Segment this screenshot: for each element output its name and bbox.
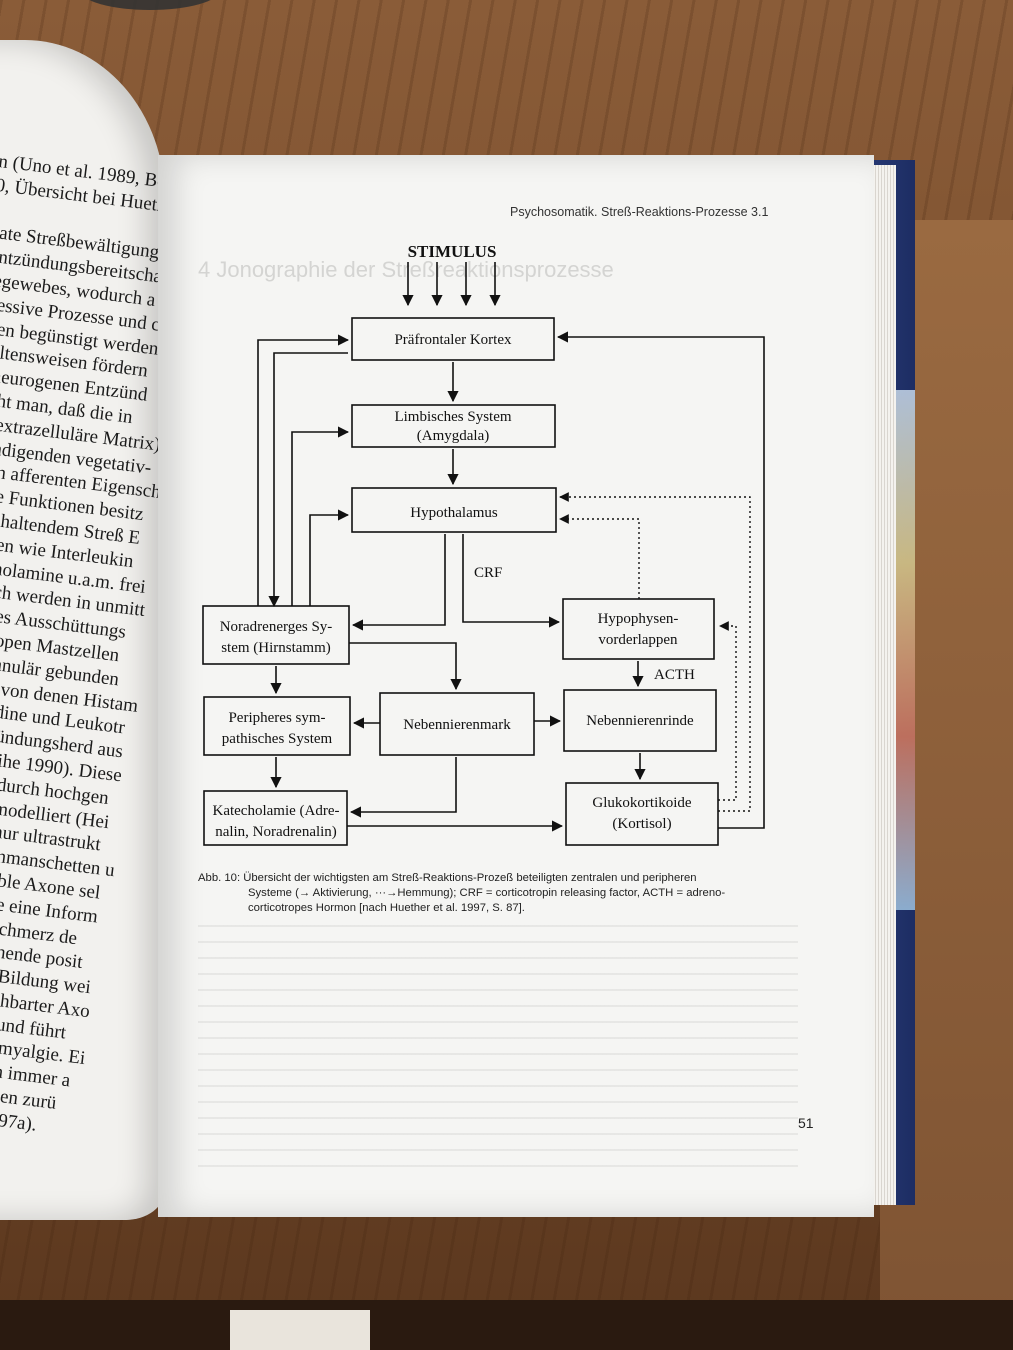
edge-hemmung-hypophyse: [718, 621, 737, 801]
stress-diagram: STIMULUS Präfrontaler Kortex Limbisches …: [202, 242, 765, 846]
box-nebennierenrinde: [563, 689, 717, 752]
label-noradrenerg-2: stem (Hirnstamm): [221, 640, 331, 656]
label-katecholamie-2: nalin, Noradrenalin): [215, 824, 337, 840]
edge-hemmung-hypophyse-hypothalamus: [559, 514, 640, 599]
label-noradrenerg-1: Noradrenerges Sy-: [220, 619, 333, 635]
label-hypothalamus: Hypothalamus: [410, 505, 498, 521]
stimulus-label: STIMULUS: [408, 242, 497, 261]
label-nebennierenmark: Nebennierenmark: [403, 717, 511, 733]
label-praefrontaler-kortex: Präfrontaler Kortex: [394, 332, 512, 348]
label-nebennierenrinde: Nebennierenrinde: [586, 713, 694, 729]
box-limbisches-system: [351, 404, 556, 448]
label-glukokortikoide-1: Glukokortikoide: [592, 795, 691, 811]
box-glukokortikoide: [565, 782, 719, 846]
edge-glukokortikoide-kortex: [556, 331, 765, 829]
label-crf: CRF: [474, 565, 502, 581]
caption-line-2: Systeme (→ Aktivierung, ···→Hemmung); CR…: [248, 887, 726, 899]
label-hypophyse-2: vorderlappen: [598, 632, 678, 648]
ghost-title: 4 Jonographie der Streßreaktionsprozesse: [198, 257, 614, 282]
edge-noradrenerg-nebennierenmark: [349, 642, 462, 691]
caption-line-3: corticotropes Hormon [nach Huether et al…: [248, 902, 525, 914]
show-through-text: [198, 925, 798, 1175]
floor-strip: [0, 1300, 1013, 1350]
edge-hemmung-hypothalamus: [559, 492, 751, 812]
box-peripheres-system: [203, 696, 351, 756]
edge-noradrenerg-kortex-1: [257, 334, 350, 606]
right-page: Psychosomatik. Streß-Reaktions-Prozesse …: [158, 155, 874, 1217]
edge-hypothalamus-noradrenerg: [351, 534, 446, 631]
label-limbisches-system-1: Limbisches System: [394, 409, 511, 425]
figure-caption: Abb. 10: Übersicht der wichtigsten am St…: [198, 871, 798, 916]
edge-noradrenerg-limbisch: [291, 426, 350, 606]
label-hypophyse-1: Hypophysen-: [598, 611, 679, 627]
box-nebennierenmark: [379, 692, 535, 756]
running-header: Psychosomatik. Streß-Reaktions-Prozesse …: [510, 205, 769, 219]
caption-line-1: Abb. 10: Übersicht der wichtigsten am St…: [198, 872, 697, 884]
edge-nnm-katecholamie: [349, 757, 457, 818]
label-peripher-2: pathisches System: [222, 731, 333, 747]
label-peripher-1: Peripheres sym-: [228, 710, 325, 726]
page-stack: [870, 165, 896, 1205]
edge-hypothalamus-hypophyse: [462, 534, 561, 628]
cup-edge: [80, 0, 220, 10]
label-glukokortikoide-2: (Kortisol): [612, 816, 671, 832]
label-acth: ACTH: [654, 667, 695, 683]
box-praefrontaler-kortex: [351, 317, 555, 361]
white-object: [230, 1310, 370, 1350]
box-hypophysenvorderlappen: [562, 598, 715, 660]
label-limbisches-system-2: (Amygdala): [417, 428, 489, 444]
box-katecholamie: [203, 790, 348, 846]
edge-noradrenerg-hypothalamus: [309, 509, 350, 606]
page-number: 51: [798, 1115, 814, 1131]
label-katecholamie-1: Katecholamie (Adre-: [212, 803, 339, 819]
box-hypothalamus: [351, 487, 557, 533]
edge-kortex-noradrenerg: [268, 352, 348, 608]
